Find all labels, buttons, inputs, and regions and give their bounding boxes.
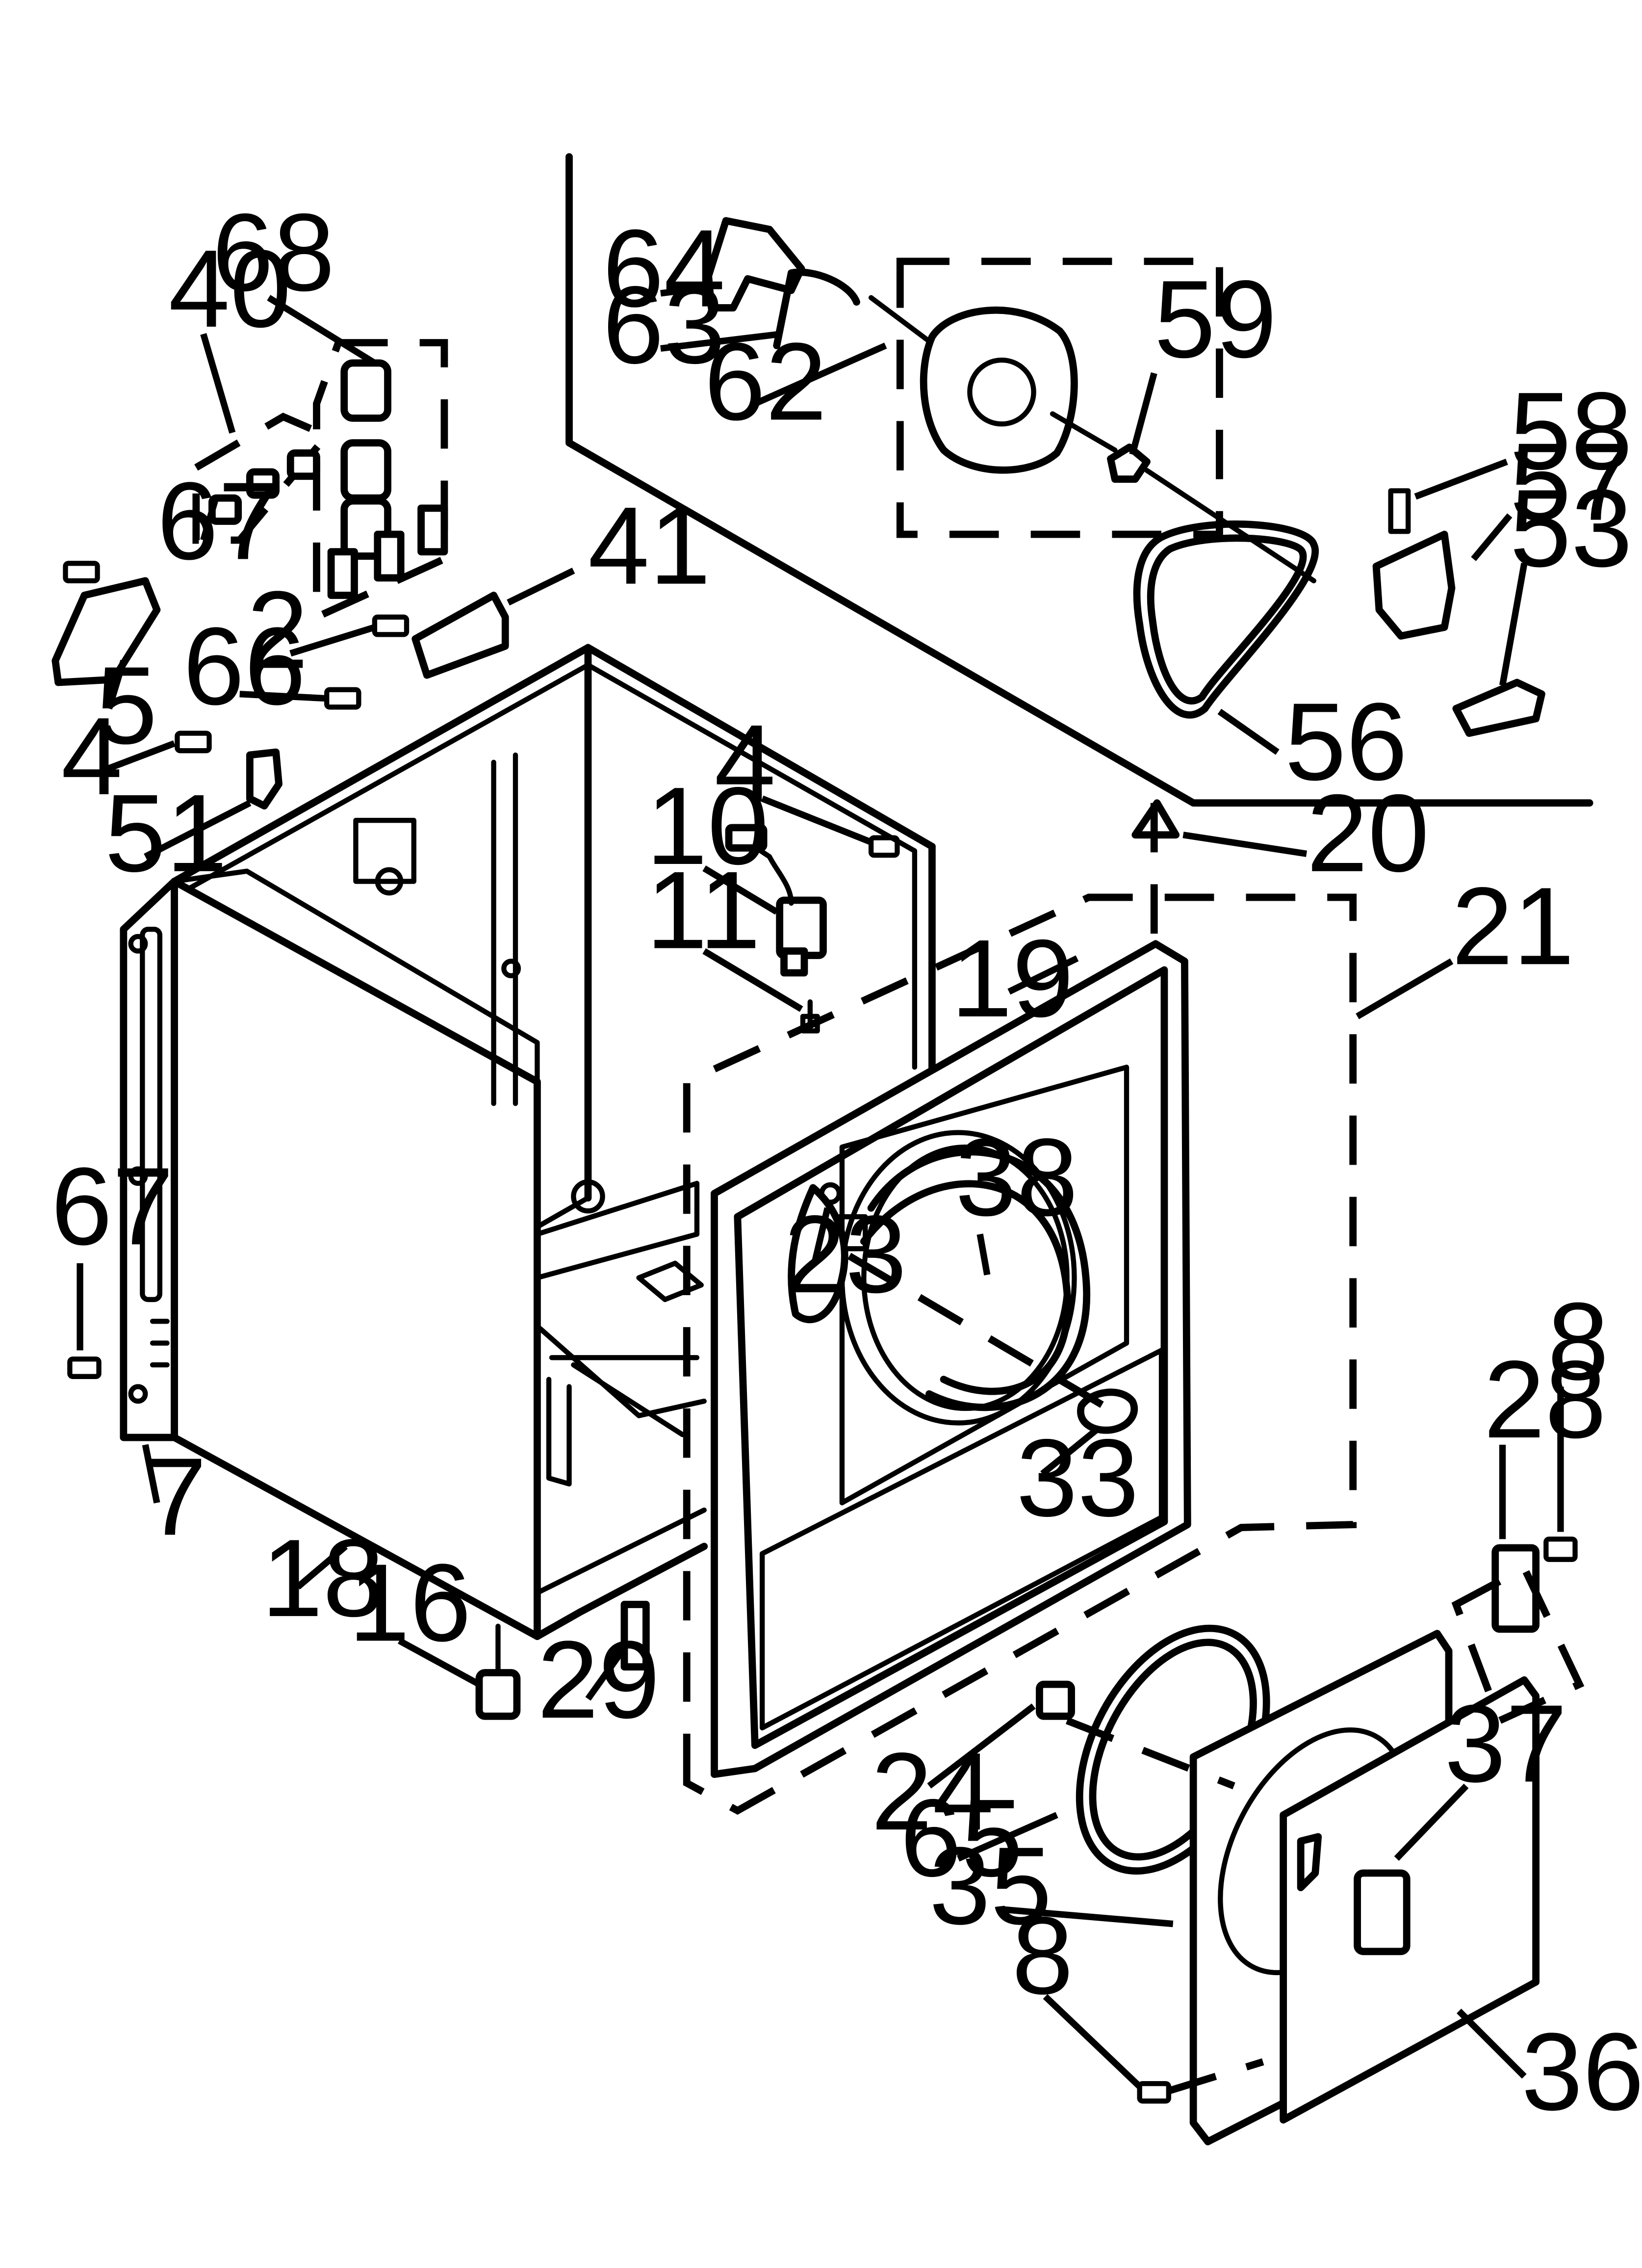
small-hardware xyxy=(63,561,410,1379)
side-rail xyxy=(120,878,178,1441)
callout-35: 35 xyxy=(929,1824,1052,1948)
cabinet xyxy=(171,644,936,1640)
callout-24: 24 xyxy=(871,1729,994,1853)
callout-8-bottom: 8 xyxy=(1012,1894,1073,2017)
callout-labels: 68 40 67 41 2 66 5 4 51 64 63 62 59 58 5… xyxy=(51,190,1642,2133)
door-switch xyxy=(725,824,827,1034)
callout-59: 59 xyxy=(1154,257,1277,381)
drive-belt xyxy=(1133,520,1319,719)
front-panel xyxy=(683,893,1357,1815)
callout-68: 68 xyxy=(212,190,334,314)
motor-inset-frame xyxy=(565,153,1593,807)
callout-5: 5 xyxy=(96,643,157,767)
callout-28: 28 xyxy=(1484,1337,1606,1461)
leader-lines xyxy=(77,284,1564,2089)
callout-58: 58 xyxy=(1510,369,1632,493)
callout-7: 7 xyxy=(145,1434,206,1558)
callout-56: 56 xyxy=(1285,679,1408,803)
screw-8-bottom xyxy=(1137,2081,1172,2104)
callout-37: 37 xyxy=(1444,1682,1567,1805)
callout-33: 33 xyxy=(1016,1416,1139,1539)
callout-51: 51 xyxy=(104,771,227,895)
dashed-connectors xyxy=(847,803,1264,2094)
callout-64: 64 xyxy=(603,206,725,330)
callout-41: 41 xyxy=(588,484,711,607)
callout-18: 18 xyxy=(261,1516,384,1640)
callout-20: 20 xyxy=(1307,771,1429,895)
thermostat-group xyxy=(313,339,448,623)
terminal-block-group xyxy=(192,413,333,544)
hinge xyxy=(1451,1537,1585,1726)
callout-57: 57 xyxy=(1510,420,1632,544)
callout-40: 40 xyxy=(169,227,291,350)
callout-19: 19 xyxy=(951,916,1074,1040)
callout-67-left: 67 xyxy=(51,1144,174,1268)
callout-10: 10 xyxy=(646,764,769,887)
callout-23: 23 xyxy=(784,1192,907,1316)
drum-ring xyxy=(860,1148,1091,1411)
idler-pulley-53 xyxy=(1452,678,1545,737)
callout-65: 65 xyxy=(900,1776,1023,1900)
callout-67-top: 67 xyxy=(157,459,280,582)
callout-36: 36 xyxy=(1521,2009,1642,2133)
callout-53: 53 xyxy=(1510,466,1632,590)
callout-38: 38 xyxy=(955,1115,1078,1239)
motor-clip-63 xyxy=(773,268,860,349)
door-strike xyxy=(1036,1680,1075,1720)
outer-door-panel xyxy=(1280,1676,1540,2124)
callout-4-left: 4 xyxy=(61,694,123,818)
callout-8-top: 8 xyxy=(1547,1279,1609,1403)
callout-11: 11 xyxy=(646,848,761,972)
cover-5 xyxy=(51,577,161,686)
callout-66: 66 xyxy=(183,604,306,728)
callout-2: 2 xyxy=(247,568,308,691)
leveling-foot xyxy=(475,1623,521,1720)
callout-21: 21 xyxy=(1452,864,1574,988)
bracket-41 xyxy=(411,592,509,679)
callout-16: 16 xyxy=(349,1540,471,1664)
callout-63: 63 xyxy=(603,263,725,387)
idler-bracket-57 xyxy=(1372,488,1456,640)
callout-4-right: 4 xyxy=(714,702,775,825)
screw-4-right xyxy=(868,835,900,858)
callout-62: 62 xyxy=(704,319,827,443)
callout-29: 29 xyxy=(537,1617,660,1741)
bracket-29 xyxy=(620,1601,650,1671)
